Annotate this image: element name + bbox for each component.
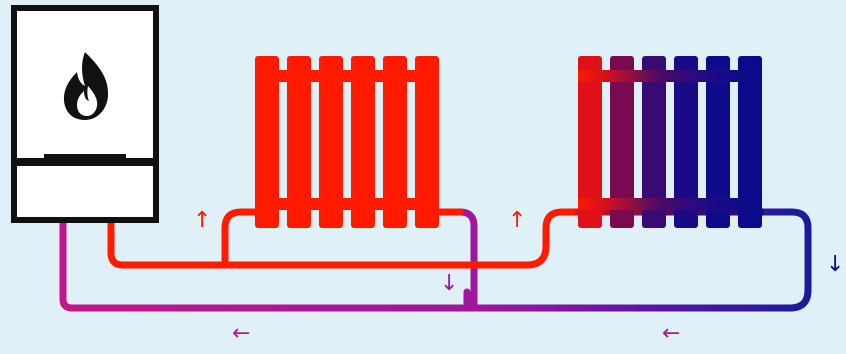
return-left-arrow-1: ← (232, 321, 251, 346)
return-left-arrow-2: ← (662, 321, 681, 346)
boiler (11, 5, 159, 223)
radiator-2 (578, 56, 762, 228)
return-pipe (59, 208, 812, 312)
flow-up-arrow-2: ↑ (508, 208, 527, 233)
return-down-arrow-2: ↓ (826, 252, 845, 277)
flow-up-arrow-1: ↑ (193, 208, 212, 233)
radiator-1 (255, 56, 439, 228)
flame-icon (63, 52, 109, 120)
return-down-arrow-1: ↓ (440, 271, 459, 296)
flow-pipe (107, 208, 579, 269)
